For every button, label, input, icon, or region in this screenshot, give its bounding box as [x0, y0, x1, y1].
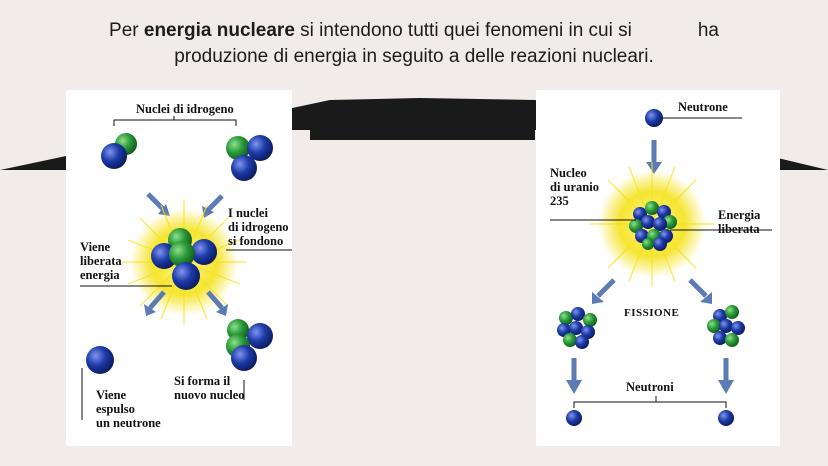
label-nuclei-si-fondono: I nuclei di idrogeno si fondono: [228, 206, 289, 248]
label-nuclei-di-idrogeno: Nuclei di idrogeno: [136, 102, 234, 116]
slide-title: Per energia nucleare si intendono tutti …: [109, 20, 719, 67]
fission-diagram: Neutrone Nucleo di uranio 235 Energia li…: [536, 90, 780, 446]
label-neutroni: Neutroni: [626, 380, 674, 394]
title-bold-term: energia nucleare: [143, 20, 295, 41]
label-neutrone: Neutrone: [678, 100, 728, 114]
title-line-2: produzione di energia in seguito a delle…: [174, 46, 654, 67]
label-nuovo-nucleo: Si forma il nuovo nucleo: [174, 374, 245, 402]
label-viene-espulso-neutrone: Viene espulso un neutrone: [96, 388, 161, 430]
fusion-diagram: Nuclei di idrogeno I nuclei di idrogeno …: [66, 90, 292, 446]
fusion-illustration: [80, 116, 292, 420]
label-fissione: FISSIONE: [624, 307, 680, 319]
label-viene-liberata-energia: Viene liberata energia: [80, 240, 122, 282]
label-nucleo-uranio-235: Nucleo di uranio 235: [550, 166, 599, 208]
fission-illustration: [550, 109, 772, 426]
label-energia-liberata: Energia liberata: [718, 208, 761, 236]
